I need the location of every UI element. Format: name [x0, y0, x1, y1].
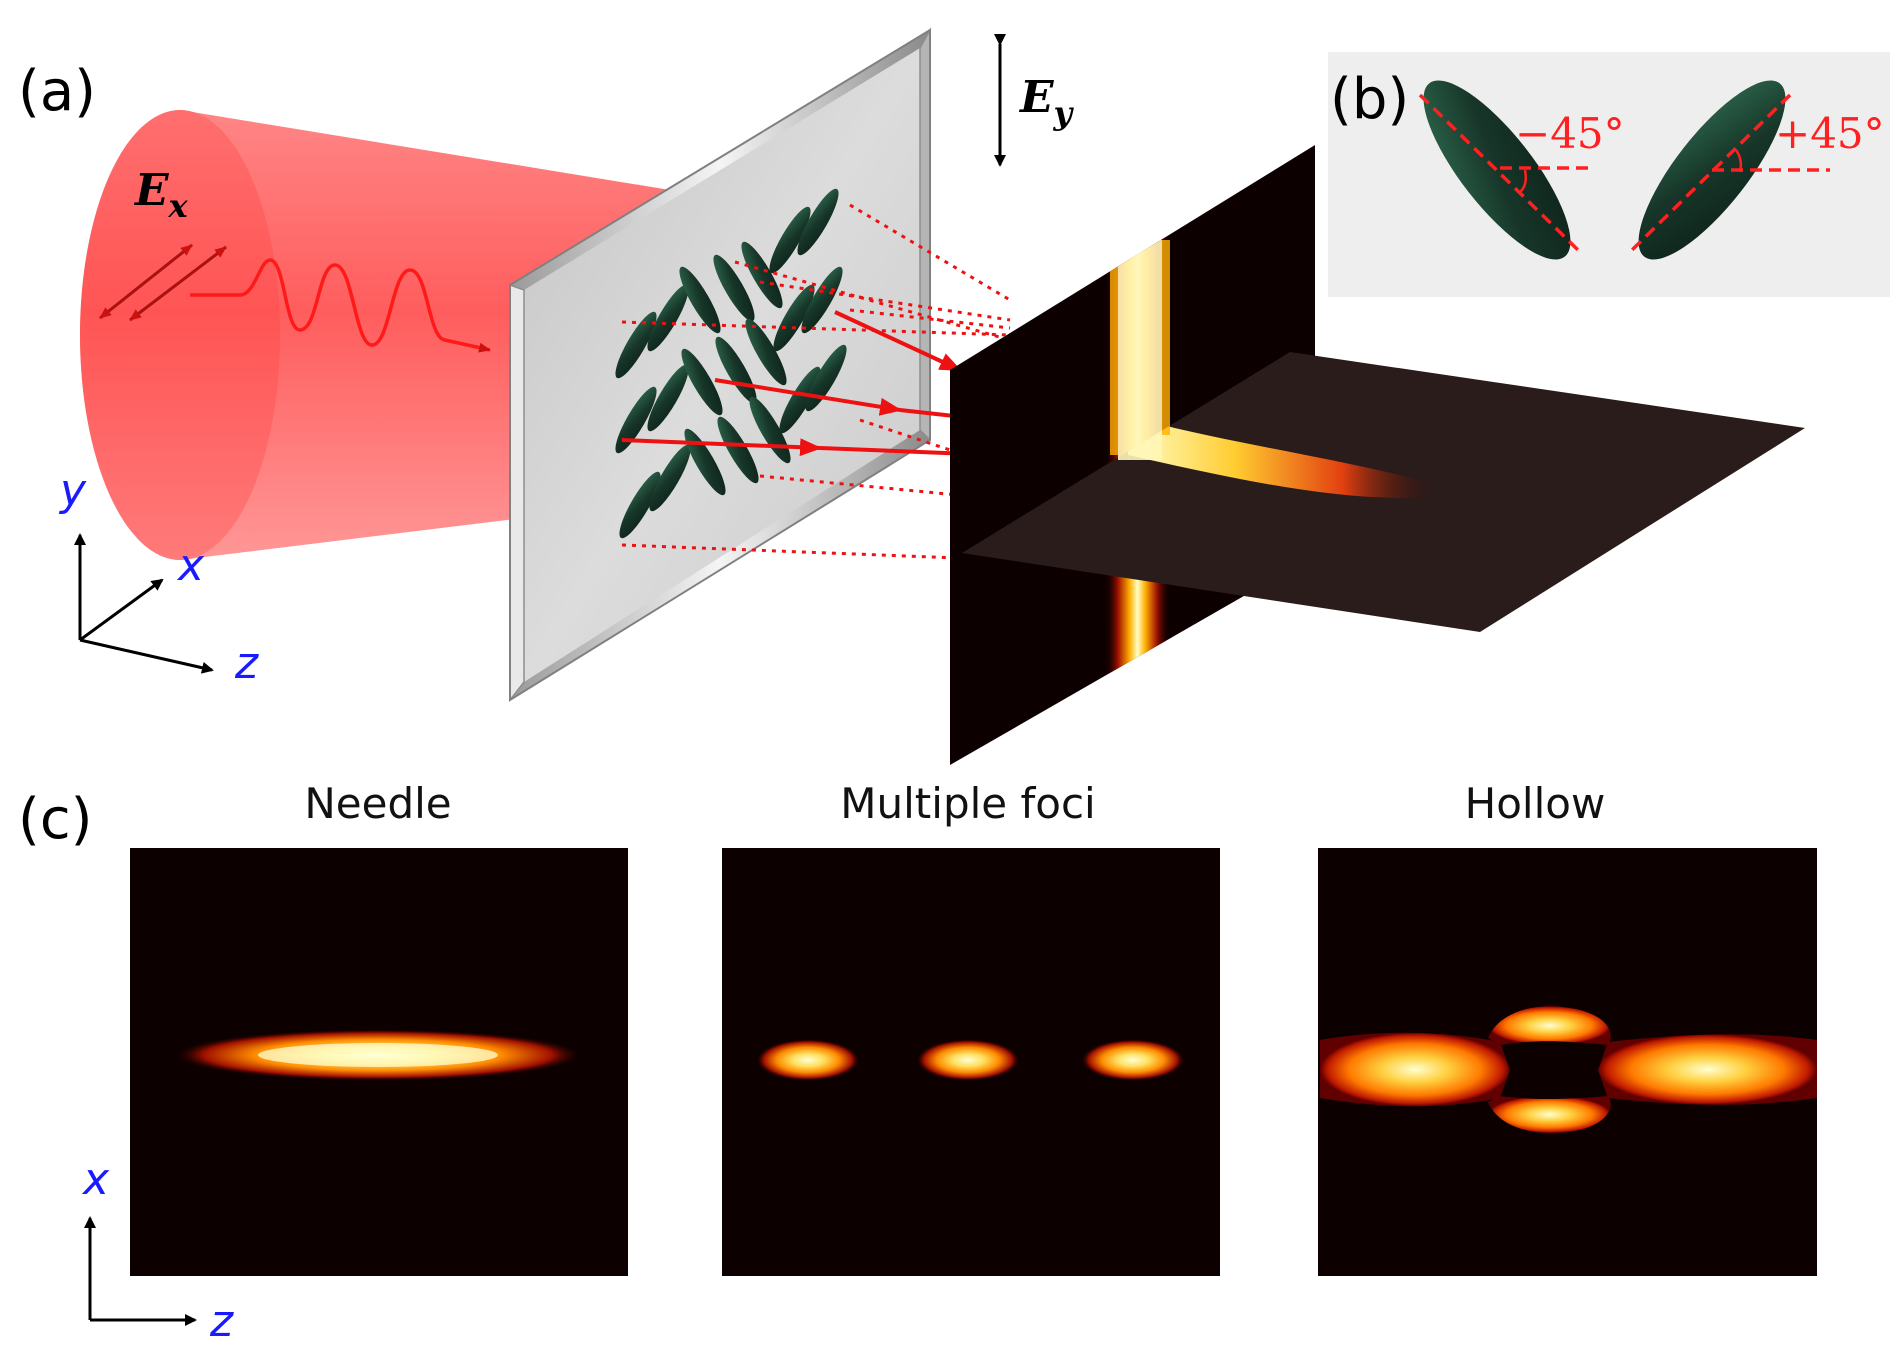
incident-wave	[190, 258, 491, 353]
nanofin	[801, 266, 843, 334]
panel-b-inset	[1328, 52, 1890, 297]
focusing-arrows	[621, 310, 996, 457]
nanofin	[713, 254, 755, 322]
ex-polarization-arrows	[99, 243, 227, 322]
focus-spot	[1081, 1039, 1185, 1081]
nanofin	[773, 284, 815, 352]
nanofin	[745, 318, 787, 386]
hollow-top-lobe	[1488, 1006, 1611, 1045]
nanofin	[679, 266, 721, 334]
axis-y-label: y	[58, 465, 87, 516]
hollow-core	[1515, 1050, 1597, 1090]
nanofin-minus-45	[1423, 80, 1571, 260]
nanofin	[649, 444, 691, 512]
hollow-right-lobe	[1598, 1034, 1817, 1105]
nanofin	[681, 348, 723, 416]
nanofin	[647, 364, 689, 432]
nanofin	[769, 206, 811, 274]
nanofin	[779, 366, 821, 434]
plot-multiple-foci	[722, 848, 1220, 1276]
nanofin	[619, 471, 661, 539]
panel-b-tag: (b)	[1330, 67, 1409, 132]
axis-x-label: x	[176, 540, 205, 591]
plot-title-needle: Needle	[304, 779, 451, 828]
plot-hollow	[1318, 848, 1817, 1276]
panel-a-tag: (a)	[18, 59, 96, 124]
axis2d-x-label: x	[81, 1154, 110, 1205]
nanofin	[684, 428, 726, 496]
plot-needle	[130, 848, 628, 1276]
axis2d-z-label: z	[209, 1296, 234, 1347]
axis-z-label: z	[234, 638, 259, 689]
metasurface-plate	[509, 27, 931, 703]
axes-2d	[84, 1216, 197, 1326]
nanofin	[647, 284, 689, 352]
hollow-bottom-lobe	[1488, 1096, 1611, 1133]
panel-c-tag: (c)	[18, 787, 92, 852]
nanofin	[741, 241, 783, 309]
hollow-left-lobe	[1320, 1032, 1510, 1107]
focus-spot	[756, 1039, 860, 1081]
nanofin	[797, 188, 839, 256]
plot-title-hollow: Hollow	[1465, 779, 1606, 828]
ey-label: Ey	[1018, 72, 1075, 132]
angle-minus-45-label: −45°	[1515, 109, 1625, 158]
nanofin	[615, 311, 657, 379]
angle-plus-45-label: +45°	[1775, 109, 1885, 158]
ex-label: Ex	[133, 165, 189, 225]
panel-c: (c) Needle Multiple foci Hollow	[18, 779, 1817, 1347]
panel-b: (b) −45° +45°	[1328, 52, 1890, 297]
axes-3d	[74, 533, 214, 674]
nanofin	[615, 386, 657, 454]
nanofin	[717, 416, 759, 484]
focus-spot	[916, 1039, 1020, 1081]
plot-title-multiple-foci: Multiple foci	[840, 779, 1095, 828]
